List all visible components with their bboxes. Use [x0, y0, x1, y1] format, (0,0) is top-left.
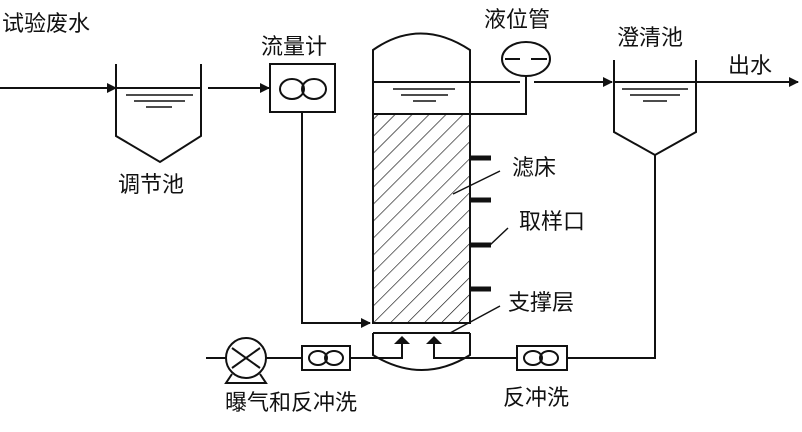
aeration-backwash-label: 曝气和反冲洗: [225, 391, 357, 416]
backwash-pipe: [433, 340, 517, 359]
sampling-port-leader: [489, 227, 509, 246]
equalization-tank: [115, 64, 202, 164]
flowmeter-label: 流量计: [261, 35, 327, 60]
filter-column: [372, 32, 471, 371]
sampling-ports: [470, 155, 491, 292]
sampling-port-label: 取样口: [519, 210, 585, 235]
backwash-return-pipe: [567, 155, 656, 359]
inflow-label: 试验废水: [2, 12, 90, 37]
backwash-flowmeter-icon: [516, 345, 568, 371]
filter-bed-leader: [452, 170, 501, 195]
level-tube-label: 液位管: [484, 8, 550, 33]
air-pipe-b: [350, 340, 403, 359]
feed-pipe: [301, 112, 371, 328]
filter-bed: [372, 113, 471, 324]
backwash-arrow: [426, 336, 442, 344]
support-layer-leader: [449, 305, 501, 334]
equalization-tank-label: 调节池: [118, 173, 184, 198]
level-tube-icon: [470, 41, 551, 115]
aeration-arrow: [394, 336, 410, 344]
flowmeter-icon: [269, 63, 336, 113]
clarifier-tank: [613, 60, 697, 157]
air-flowmeter-icon: [301, 345, 351, 371]
clarifier-label: 澄清池: [617, 26, 683, 51]
outflow-label: 出水: [728, 54, 772, 79]
filter-bed-label: 滤床: [512, 156, 556, 181]
support-layer-label: 支撑层: [508, 291, 574, 316]
blower-icon: [224, 337, 268, 384]
backwash-label: 反冲洗: [503, 386, 569, 411]
